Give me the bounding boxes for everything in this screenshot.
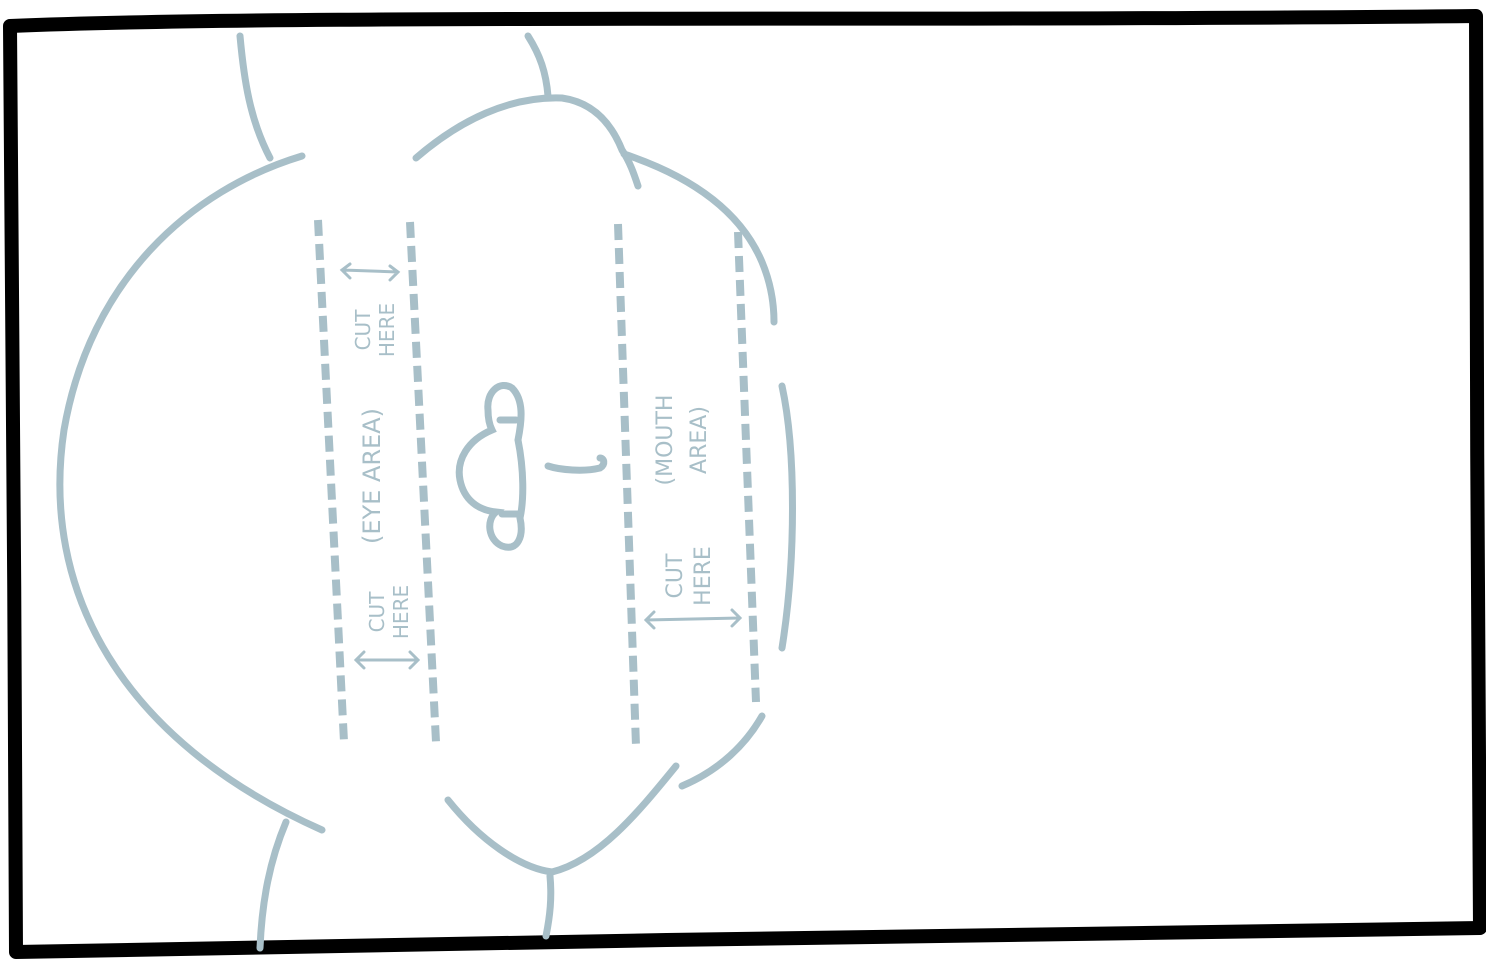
neck-line-top-left: [240, 36, 270, 158]
nose-outline: [459, 385, 523, 547]
face-top-right-contour: [624, 154, 774, 322]
label-eye-area: (EYE AREA): [358, 408, 386, 544]
label-mouth-area-line2: AREA): [687, 406, 712, 474]
cut-line-4: [738, 232, 756, 702]
face-bottom-right-contour: [682, 716, 762, 786]
labels-group: CUT HERE (EYE AREA) CUT HERE (MOUTH AREA…: [351, 303, 716, 639]
label-cut-here-eye-bottom-line2: HERE: [389, 585, 413, 639]
label-cut-here-mouth-line1: CUT: [663, 553, 688, 598]
label-mouth-area: (MOUTH AREA): [653, 395, 712, 486]
neck-line-bottom-right: [546, 876, 551, 936]
neck-line-top-right: [528, 36, 548, 96]
label-cut-here-top-line2: HERE: [375, 303, 399, 357]
arrow-mouth: [646, 610, 740, 628]
cut-line-1: [318, 220, 344, 742]
face-top-contour: [416, 98, 638, 186]
label-cut-here-top-line1: CUT: [351, 309, 375, 351]
mouth-mark: [548, 458, 604, 470]
neck-line-bottom-left: [260, 822, 286, 948]
label-cut-here-eye-bottom-line1: CUT: [365, 591, 389, 633]
label-mouth-area-line1: (MOUTH: [653, 395, 678, 486]
label-cut-here-eye-bottom: CUT HERE: [365, 585, 413, 639]
label-cut-here-mouth-line2: HERE: [691, 546, 716, 606]
cut-line-3: [618, 224, 636, 746]
face-bottom-contour: [448, 766, 676, 872]
arrow-eye-bottom: [356, 652, 418, 668]
label-eye-area-text: (EYE AREA): [358, 408, 386, 544]
arrow-eye-top: [342, 264, 398, 280]
label-cut-here-mouth: CUT HERE: [663, 546, 716, 606]
head-back-arc: [60, 156, 322, 830]
label-cut-here-top: CUT HERE: [351, 303, 399, 357]
chin-contour: [782, 386, 793, 648]
